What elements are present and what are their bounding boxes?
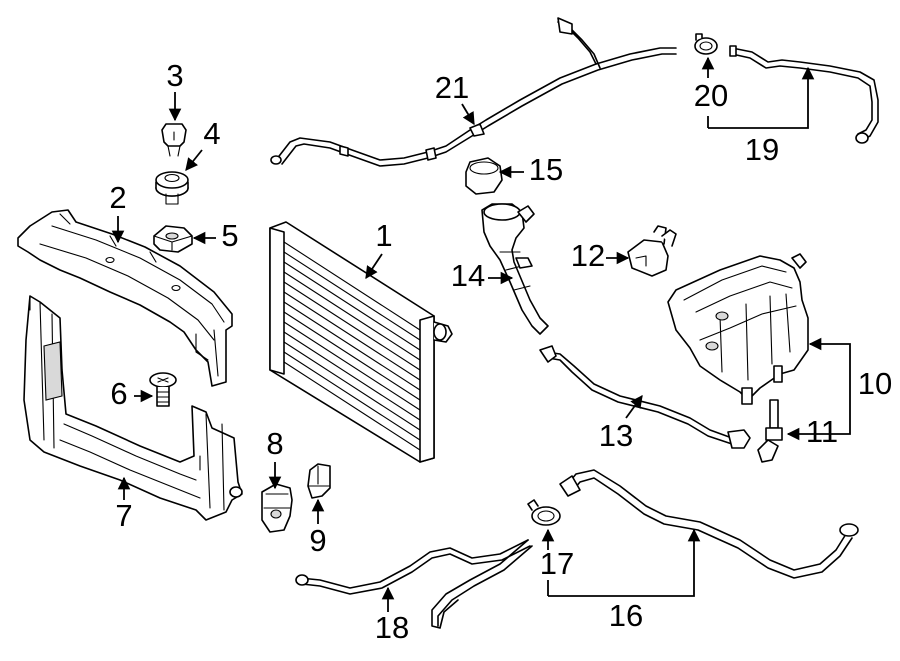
hose-13-part: [539, 345, 751, 449]
fitting-11-part: [757, 399, 783, 463]
callout-3: 3: [166, 58, 183, 93]
leader-10-upper: [808, 337, 851, 386]
leader-16: [548, 528, 701, 597]
callout-6: 6: [110, 376, 127, 411]
mount-pad-part: [153, 225, 193, 253]
callout-9: 9: [309, 523, 326, 558]
bolt-part: [149, 372, 177, 407]
hose-16-part: [559, 469, 859, 579]
leader-13: [625, 394, 643, 419]
line-21-part: [270, 17, 677, 167]
leader-21: [461, 103, 475, 126]
cap-part: [465, 157, 503, 195]
leader-lines: [111, 56, 851, 612]
leader-1: [365, 253, 383, 280]
radiator-part: [269, 221, 453, 463]
shroud-frame-part: [23, 295, 243, 521]
callout-8: 8: [266, 426, 283, 461]
leader-19: [708, 66, 815, 129]
clip-part: [161, 123, 187, 157]
leader-10-lower: [786, 386, 851, 441]
callout-20: 20: [694, 78, 728, 113]
callout-5: 5: [221, 218, 238, 253]
callout-18: 18: [375, 610, 409, 645]
hose-18-part: [295, 539, 533, 629]
callout-7: 7: [115, 498, 132, 533]
reservoir-part: [481, 203, 549, 335]
expansion-tank-part: [667, 253, 809, 405]
callout-13: 13: [599, 418, 633, 453]
callout-10: 10: [858, 366, 892, 401]
bracket-part: [261, 483, 293, 533]
leader-4: [185, 149, 203, 171]
callout-12: 12: [571, 238, 605, 273]
callout-16: 16: [609, 598, 643, 633]
callout-1: 1: [375, 218, 392, 253]
small-bracket-part: [307, 463, 331, 499]
clamp-17-part: [527, 499, 561, 526]
callout-11: 11: [806, 414, 838, 449]
callout-21: 21: [435, 70, 469, 105]
clamp-20-part: [694, 33, 718, 55]
callout-19: 19: [745, 132, 779, 167]
callout-4: 4: [203, 116, 220, 151]
grommet-part: [155, 171, 189, 205]
callout-17: 17: [540, 546, 574, 581]
callout-2: 2: [109, 180, 126, 215]
callout-15: 15: [529, 152, 563, 187]
hose-19-part: [729, 45, 879, 144]
sensor-part: [627, 225, 677, 277]
callout-14: 14: [451, 258, 485, 293]
callout-labels: 1 2 3 4 5 6 7 8 9 10 11 12 13 14 15 16 1…: [109, 58, 892, 645]
